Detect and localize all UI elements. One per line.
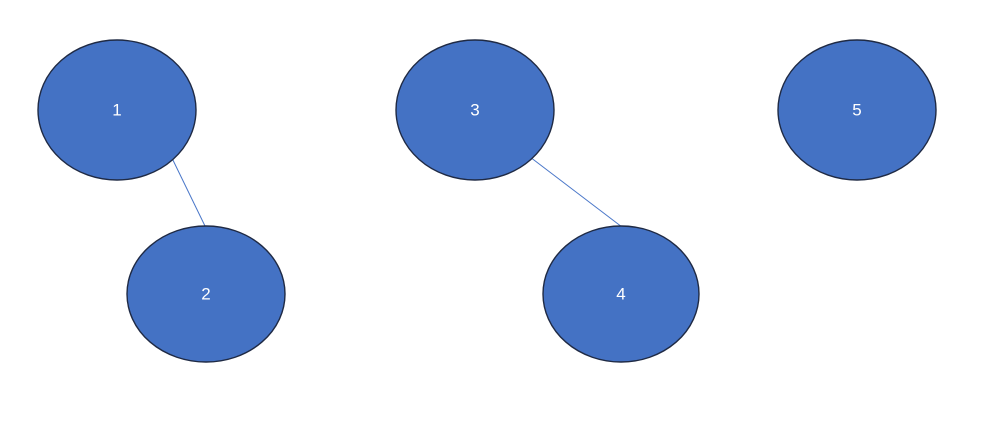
graph-node-label-3: 3	[470, 100, 479, 119]
graph-node-label-5: 5	[852, 100, 861, 119]
graph-node-label-4: 4	[616, 284, 625, 303]
graph-edge-1-2[interactable]	[169, 153, 206, 227]
graph-node-shape-5[interactable]	[777, 39, 937, 181]
graph-node-3[interactable]: 3	[395, 39, 555, 181]
graph-node-2[interactable]: 2	[126, 225, 286, 363]
graph-node-label-2: 2	[201, 284, 210, 303]
graph-node-label-1: 1	[112, 100, 121, 119]
graph-node-shape-4[interactable]	[542, 225, 700, 363]
nodes-layer: 1 2 3 4 5	[37, 39, 937, 363]
graph-node-shape-2[interactable]	[126, 225, 286, 363]
graph-node-1[interactable]: 1	[37, 39, 197, 181]
graph-node-5[interactable]: 5	[777, 39, 937, 181]
graph-node-4[interactable]: 4	[542, 225, 700, 363]
graph-node-shape-3[interactable]	[395, 39, 555, 181]
graph-edge-3-4[interactable]	[529, 156, 623, 228]
graph-node-shape-1[interactable]	[37, 39, 197, 181]
edges-layer	[169, 153, 623, 228]
